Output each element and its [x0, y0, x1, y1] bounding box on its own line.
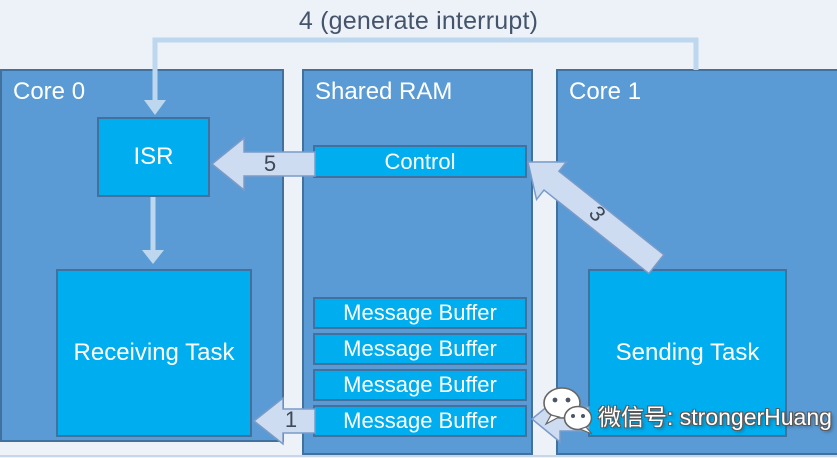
message-buffer-box: Message Buffer: [313, 405, 527, 437]
control-box: Control: [313, 145, 527, 178]
message-buffer-box: Message Buffer: [313, 369, 527, 401]
receiving-task-box: Receiving Task: [56, 269, 252, 437]
core0-label: Core 0: [13, 78, 86, 105]
shared-ram-label: Shared RAM: [315, 78, 453, 105]
sending-task-box: Sending Task: [588, 269, 787, 437]
step4-label: 4 (generate interrupt): [298, 7, 539, 35]
watermark-text: 微信号: strongerHuang: [598, 404, 832, 430]
wechat-icon: [543, 387, 593, 435]
step5-number: 5: [263, 151, 277, 176]
step1-number: 1: [284, 407, 298, 432]
bottom-divider: [0, 455, 837, 457]
watermark: 微信号: strongerHuang: [542, 387, 832, 437]
message-buffer-box: Message Buffer: [313, 297, 527, 329]
message-buffer-box: Message Buffer: [313, 333, 527, 365]
isr-box: ISR: [97, 117, 210, 197]
core1-label: Core 1: [569, 78, 642, 105]
